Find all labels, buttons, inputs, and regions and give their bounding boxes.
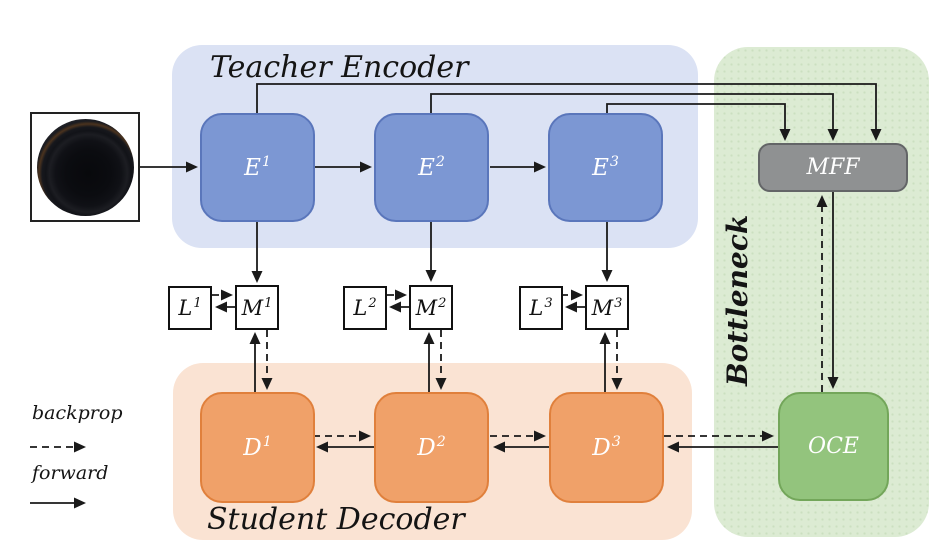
encoder-block-e2: E2 [374, 113, 489, 222]
decoder-block-d1: D1 [200, 392, 315, 503]
bottle-photo [36, 118, 134, 216]
loss-block-l1: L1 [168, 286, 212, 330]
loss-block-l2: L2 [343, 286, 387, 330]
decoder-block-d3: D3 [549, 392, 664, 503]
bottleneck-label: Bottleneck [721, 214, 754, 386]
mff-block: MFF [758, 143, 908, 192]
input-image [30, 112, 140, 222]
match-block-m1: M1 [235, 285, 279, 330]
loss-block-l3: L3 [519, 286, 563, 330]
student-decoder-label: Student Decoder [207, 502, 465, 537]
oce-block: OCE [778, 392, 889, 501]
encoder-block-e1: E1 [200, 113, 315, 222]
match-block-m2: M2 [409, 285, 453, 330]
decoder-block-d2: D2 [374, 392, 489, 503]
encoder-block-e3: E3 [548, 113, 663, 222]
teacher-encoder-label: Teacher Encoder [210, 50, 469, 85]
legend-backprop-label: backprop [32, 402, 123, 424]
legend-forward-label: forward [32, 462, 109, 484]
match-block-m3: M3 [585, 285, 629, 330]
